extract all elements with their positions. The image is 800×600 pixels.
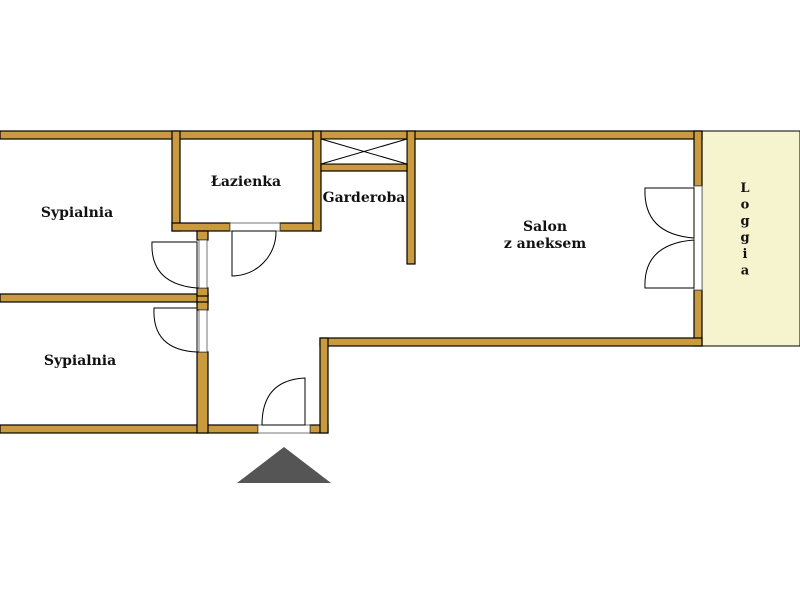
bathroom-label: Łazienka bbox=[211, 174, 281, 190]
bedroom-1-label: Sypialnia bbox=[41, 205, 113, 221]
entrance-marker bbox=[237, 447, 331, 483]
bedroom-1-door[interactable] bbox=[151, 239, 208, 289]
loggia-area bbox=[701, 130, 800, 347]
bedroom-2-door[interactable] bbox=[153, 307, 208, 353]
living-room-label-line-2: z aneksem bbox=[504, 236, 586, 252]
entrance-door[interactable] bbox=[257, 377, 311, 434]
exterior-walls bbox=[0, 130, 703, 434]
bedroom-2-label: Sypialnia bbox=[44, 353, 116, 369]
interior-walls bbox=[0, 130, 416, 434]
wardrobe-label: Garderoba bbox=[323, 190, 406, 206]
bathroom-door[interactable] bbox=[229, 222, 281, 277]
living-room-label-line-1: Salon bbox=[523, 219, 567, 235]
ventilation-shaft bbox=[320, 138, 408, 165]
balcony-double-door[interactable] bbox=[644, 185, 703, 291]
